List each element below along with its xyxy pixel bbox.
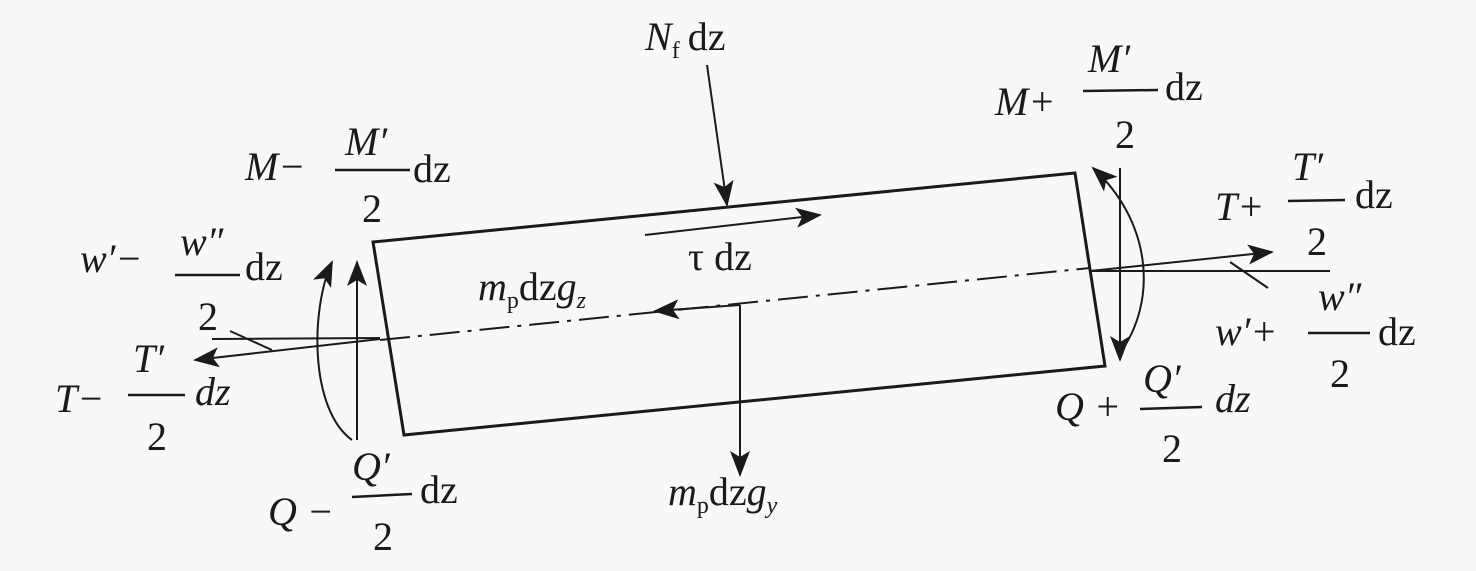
- gravity-y-label: mpdzgy: [668, 469, 778, 519]
- svg-text:dz: dz: [413, 146, 451, 191]
- left-horizontal-line: [211, 337, 381, 340]
- shear-stress-arrow: [644, 207, 822, 236]
- svg-text:T−: T−: [55, 376, 104, 421]
- gravity-z-label: mpdzgz: [478, 264, 587, 314]
- svg-text:w″: w″: [180, 219, 225, 264]
- svg-text:2: 2: [198, 294, 218, 339]
- svg-text:Q +: Q +: [1055, 384, 1121, 429]
- svg-text:2: 2: [373, 514, 393, 559]
- svg-text:T′: T′: [133, 336, 165, 381]
- svg-text:dz: dz: [1355, 172, 1393, 217]
- svg-text:dz: dz: [420, 467, 458, 512]
- svg-text:dz: dz: [195, 369, 231, 414]
- right-moment-arrow: [1091, 166, 1145, 357]
- shear-stress-label: τ dz: [688, 234, 752, 279]
- right-tension-arrow: [1089, 244, 1274, 272]
- gravity-z-arrow: [653, 299, 741, 320]
- moment-right-label: M+ M′ 2 dz: [994, 36, 1203, 157]
- svg-text:Q −: Q −: [268, 489, 334, 534]
- svg-text:M′: M′: [1087, 36, 1131, 81]
- shear-right-label: Q + Q′ 2 dz: [1055, 356, 1251, 471]
- svg-text:dz: dz: [1165, 64, 1203, 109]
- slope-right-label: w′+ w″ 2 dz: [1215, 274, 1416, 396]
- svg-text:Q′: Q′: [1143, 356, 1182, 401]
- svg-text:T′: T′: [1292, 144, 1324, 189]
- svg-text:2: 2: [147, 414, 167, 459]
- svg-text:2: 2: [1330, 351, 1350, 396]
- tension-right-label: T+ T′ 2 dz: [1215, 144, 1393, 264]
- svg-text:w′−: w′−: [80, 236, 142, 281]
- svg-text:2: 2: [1162, 426, 1182, 471]
- shear-left-label: Q − Q′ 2 dz: [268, 444, 458, 559]
- moment-left-label: M− M′ 2 dz: [244, 119, 451, 231]
- svg-text:2: 2: [1115, 112, 1135, 157]
- svg-text:M+: M+: [994, 79, 1055, 124]
- left-slope-tick: [229, 330, 273, 351]
- normal-force-arrow: [706, 64, 734, 207]
- centerline: [379, 267, 1091, 341]
- svg-text:T+: T+: [1215, 184, 1264, 229]
- left-tension-arrow: [193, 338, 381, 368]
- slope-left-label: w′− w″ 2 dz: [80, 219, 283, 339]
- svg-text:dz: dz: [245, 244, 283, 289]
- left-moment-arrow: [312, 260, 353, 441]
- right-slope-tick: [1229, 261, 1269, 289]
- svg-text:2: 2: [362, 186, 382, 231]
- tension-left-label: T− T′ 2 dz: [55, 336, 231, 459]
- svg-text:dz: dz: [1215, 376, 1251, 421]
- svg-text:2: 2: [1307, 219, 1327, 264]
- svg-text:w′+: w′+: [1215, 309, 1277, 354]
- svg-text:w″: w″: [1318, 274, 1363, 319]
- svg-text:Q′: Q′: [352, 444, 391, 489]
- svg-text:M′: M′: [344, 119, 388, 164]
- beam-element: [371, 171, 1107, 437]
- svg-text:M−: M−: [244, 144, 305, 189]
- svg-text:dz: dz: [1378, 309, 1416, 354]
